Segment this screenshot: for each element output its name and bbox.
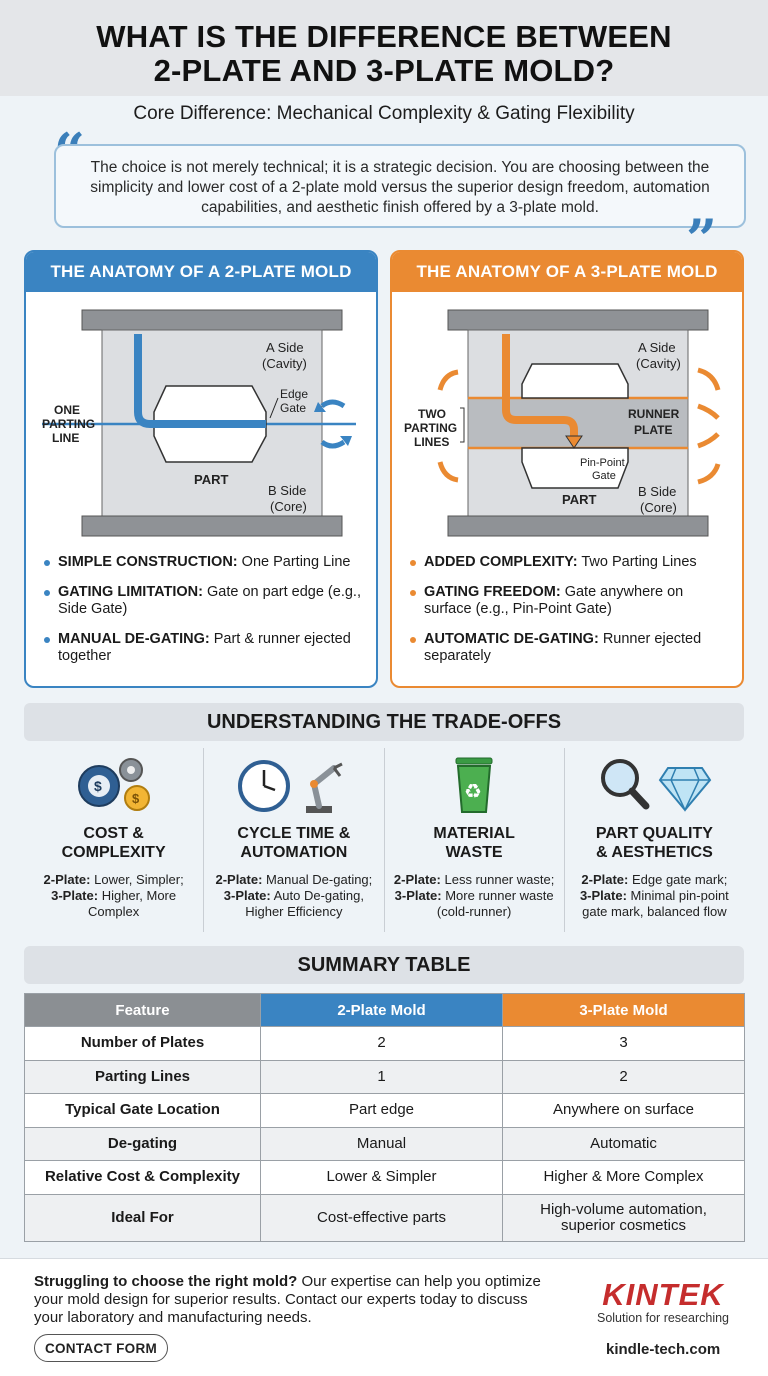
tradeoffs-row: $ $ COST &COMPLEXITY 2-Plate: Lower, Sim…	[24, 748, 744, 932]
runner-path	[502, 334, 578, 438]
lower-part-shape	[521, 447, 629, 489]
b-side-label: B Side	[638, 484, 676, 499]
a-side-label: A Side	[266, 340, 304, 355]
parting-label-1: TWO	[418, 407, 446, 421]
runner-label: RUNNER	[628, 407, 680, 421]
bullet-item: AUTOMATIC DE-GATING: Runner ejected sepa…	[410, 631, 730, 665]
plate-label: PLATE	[634, 423, 672, 437]
table-row: Parting Lines 1 2	[24, 1059, 745, 1094]
bullet-item: MANUAL DE-GATING: Part & runner ejected …	[44, 631, 364, 665]
runner-path	[134, 334, 266, 428]
parting-label-3: LINES	[414, 435, 449, 449]
core-label: (Core)	[270, 499, 307, 514]
edge-gate-pointer	[269, 397, 279, 419]
bullet-item: ADDED COMPLEXITY: Two Parting Lines	[410, 554, 730, 571]
pin-point-gate-arrow	[565, 435, 583, 449]
page-header: WHAT IS THE DIFFERENCE BETWEEN 2-PLATE A…	[0, 0, 768, 96]
left-open-arrows-icon	[437, 369, 459, 483]
table-row: De-gating Manual Automatic	[24, 1126, 745, 1161]
table-row: Ideal For Cost-effective parts High-volu…	[24, 1193, 745, 1242]
subtitle: Core Difference: Mechanical Complexity &…	[133, 103, 635, 124]
bullet-item: GATING LIMITATION: Gate on part edge (e.…	[44, 584, 364, 618]
footer-text: Struggling to choose the right mold? Our…	[34, 1273, 541, 1326]
quote-box: The choice is not merely technical; it i…	[54, 144, 746, 228]
core-label: (Core)	[640, 500, 677, 515]
three-plate-panel: THE ANATOMY OF A 3-PLATE MOLD A Side (Ca…	[390, 250, 744, 688]
footer: Struggling to choose the right mold? Our…	[0, 1258, 768, 1376]
three-plate-diagram: A Side (Cavity) TWO PARTING LINES RUNNER…	[404, 309, 721, 537]
page-title: WHAT IS THE DIFFERENCE BETWEEN 2-PLATE A…	[96, 19, 672, 88]
table-row: Typical Gate Location Part edge Anywhere…	[24, 1093, 745, 1128]
parting-label-3: LINE	[52, 431, 79, 445]
tradeoff-part-quality: PART QUALITY& AESTHETICS 2-Plate: Edge g…	[563, 748, 744, 932]
table-row: Relative Cost & Complexity Lower & Simpl…	[24, 1160, 745, 1195]
parting-label-2: PARTING	[404, 421, 457, 435]
b-side-label: B Side	[268, 483, 306, 498]
table-header-row: Feature 2-Plate Mold 3-Plate Mold	[24, 993, 745, 1027]
three-plate-title: THE ANATOMY OF A 3-PLATE MOLD	[392, 252, 742, 292]
tradeoff-cost: $ $ COST &COMPLEXITY 2-Plate: Lower, Sim…	[24, 748, 203, 932]
edge-label: Edge	[280, 387, 308, 401]
part-label: PART	[194, 472, 228, 487]
svg-text:♻: ♻	[464, 779, 482, 803]
two-plate-title: THE ANATOMY OF A 2-PLATE MOLD	[26, 252, 376, 292]
tradeoffs-heading: UNDERSTANDING THE TRADE-OFFS	[24, 703, 744, 741]
header-2-plate: 2-Plate Mold	[260, 993, 503, 1027]
magnifier-diamond-icon	[601, 759, 712, 812]
website-link[interactable]: kindle-tech.com	[606, 1341, 721, 1358]
pin-point-label: Pin-Point	[580, 457, 625, 469]
svg-text:$: $	[94, 778, 102, 794]
parting-bracket	[460, 407, 465, 443]
two-plate-panel: THE ANATOMY OF A 2-PLATE MOLD A Side (Ca…	[24, 250, 378, 688]
right-open-arrows-icon	[697, 367, 721, 485]
header-feature: Feature	[24, 993, 261, 1027]
top-clamp-plate	[447, 309, 709, 331]
three-plate-bullets: ADDED COMPLEXITY: Two Parting Lines GATI…	[410, 554, 730, 678]
bottom-clamp-plate	[81, 515, 343, 537]
part-label: PART	[562, 492, 596, 507]
bullet-item: SIMPLE CONSTRUCTION: One Parting Line	[44, 554, 364, 571]
upper-part-shape	[521, 363, 629, 399]
header-3-plate: 3-Plate Mold	[502, 993, 745, 1027]
summary-table: Feature 2-Plate Mold 3-Plate Mold Number…	[24, 993, 745, 1242]
bottom-clamp-plate	[447, 515, 709, 537]
recycle-bin-icon: ♻	[455, 757, 493, 813]
cavity-label: (Cavity)	[262, 356, 307, 371]
gears-coins-icon: $ $	[77, 758, 150, 811]
summary-heading: SUMMARY TABLE	[24, 946, 744, 984]
bullet-item: GATING FREEDOM: Gate anywhere on surface…	[410, 584, 730, 618]
clock-robot-arm-icon	[237, 760, 343, 813]
tradeoff-cycle-time: CYCLE TIME &AUTOMATION 2-Plate: Manual D…	[203, 748, 383, 932]
svg-text:$: $	[132, 791, 140, 806]
open-close-arrows-icon	[314, 399, 352, 449]
gate-label: Gate	[280, 401, 306, 415]
top-clamp-plate	[81, 309, 343, 331]
parting-label-1: ONE	[54, 403, 80, 417]
cavity-label: (Cavity)	[636, 356, 681, 371]
table-row: Number of Plates 2 3	[24, 1026, 745, 1061]
two-plate-diagram: A Side (Cavity) Edge Gate ONE PARTING LI…	[42, 309, 356, 537]
contact-form-button[interactable]: CONTACT FORM	[34, 1334, 168, 1362]
two-plate-bullets: SIMPLE CONSTRUCTION: One Parting Line GA…	[44, 554, 364, 678]
a-side-label: A Side	[638, 340, 676, 355]
gate-label: Gate	[592, 470, 616, 482]
parting-label-2: PARTING	[42, 417, 95, 431]
kintek-logo: KINTEK Solution for researching	[596, 1277, 730, 1326]
